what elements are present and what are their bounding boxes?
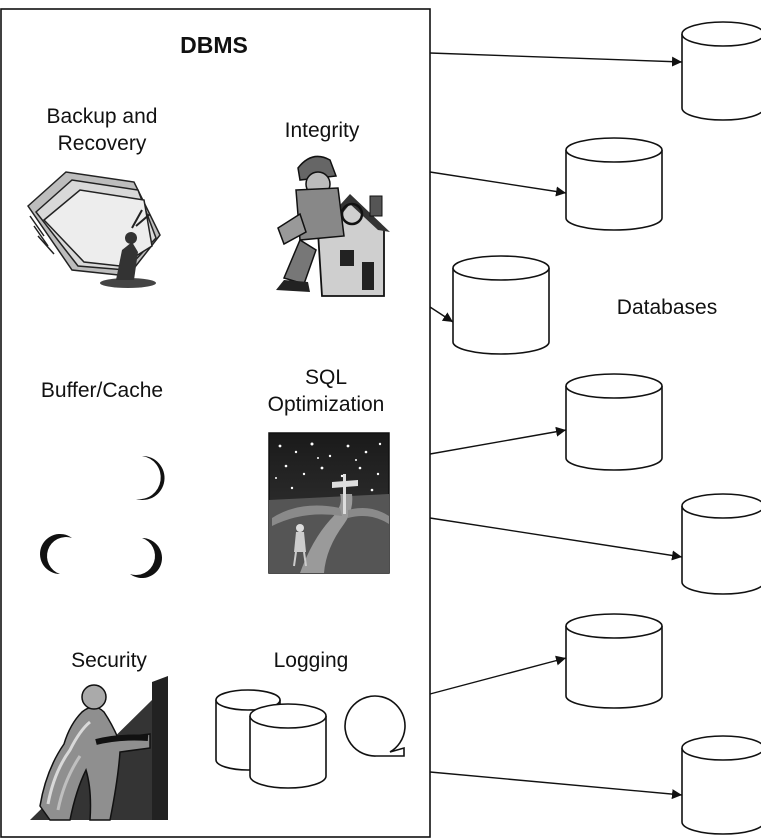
logging-component: Logging	[215, 649, 406, 789]
backup-recovery-component: Backup and Recovery	[27, 105, 161, 288]
starry-crossroads-icon	[268, 432, 390, 574]
connectors	[429, 52, 683, 800]
database-cylinder	[681, 735, 761, 835]
detective-house-icon	[276, 155, 390, 297]
security-label: Security	[71, 649, 147, 672]
databases-layer	[452, 21, 761, 835]
connector-arrow	[429, 52, 683, 67]
sql-label-line1: SQL	[305, 366, 347, 389]
databases-label: Databases	[617, 296, 717, 319]
security-component: Security	[30, 649, 168, 821]
database-cylinder	[681, 21, 761, 121]
backup-label-line2: Recovery	[58, 132, 147, 155]
buffer-cache-label: Buffer/Cache	[41, 379, 163, 402]
integrity-label: Integrity	[285, 119, 360, 142]
connector-arrow	[429, 771, 683, 800]
logging-label: Logging	[274, 649, 349, 672]
connector-arrow	[429, 426, 567, 455]
connector-arrow	[429, 655, 567, 695]
guard-figure-icon	[30, 676, 168, 821]
crescent-rings-icon	[40, 432, 165, 578]
backup-label-line1: Backup and	[47, 105, 158, 128]
log-drums-icon	[215, 689, 406, 789]
connector-arrow	[429, 517, 683, 561]
buffer-cache-component: Buffer/Cache	[40, 379, 165, 578]
folders-icon	[27, 171, 161, 288]
database-cylinder	[681, 493, 761, 595]
connector-arrow	[429, 171, 567, 197]
database-cylinder	[452, 255, 550, 355]
database-cylinder	[565, 137, 663, 231]
connector-arrow	[429, 306, 454, 323]
dbms-title: DBMS	[180, 32, 248, 58]
database-cylinder	[565, 613, 663, 709]
sql-label-line2: Optimization	[268, 393, 385, 416]
integrity-component: Integrity	[276, 119, 390, 297]
database-cylinder	[565, 373, 663, 471]
sql-optimization-component: SQL Optimization	[268, 366, 390, 574]
